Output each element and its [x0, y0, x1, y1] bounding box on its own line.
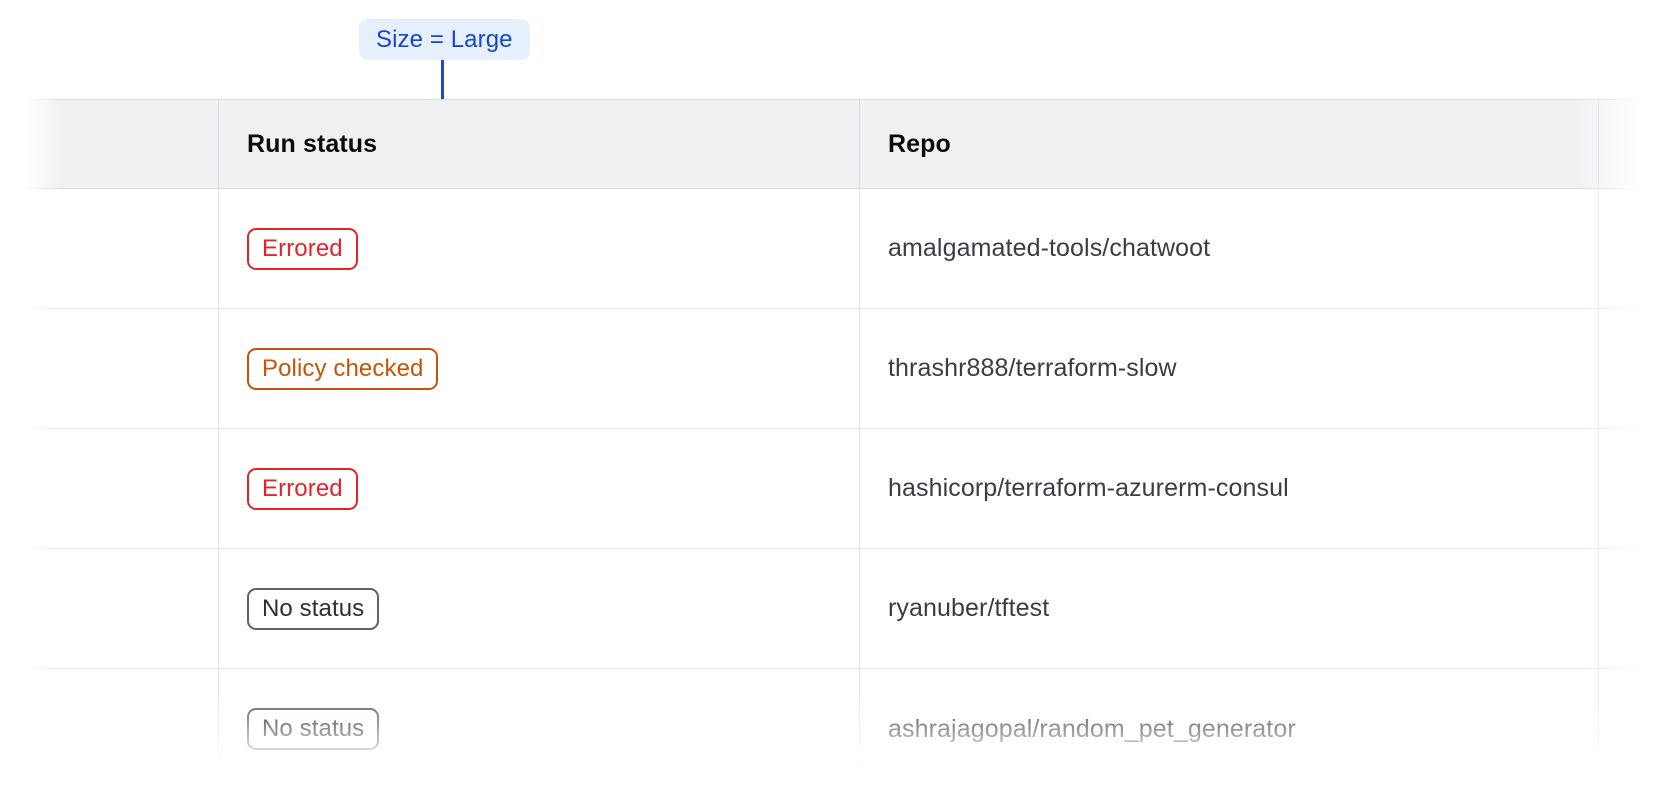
row-cell-repo: hashicorp/terraform-azurerm-consul — [859, 429, 1598, 548]
row-cell-run-status: No status — [218, 669, 859, 788]
row-cell-overflow — [1598, 189, 1672, 308]
annotation-label: Size = Large — [376, 26, 513, 54]
header-label-run-status: Run status — [247, 130, 377, 159]
status-badge: No status — [247, 708, 379, 750]
row-cell-select[interactable] — [0, 429, 218, 548]
status-badge: Policy checked — [247, 348, 438, 390]
row-cell-run-status: Errored — [218, 189, 859, 308]
repo-name: ryanuber/tftest — [888, 594, 1049, 623]
table-row[interactable]: No status ashrajagopal/random_pet_genera… — [0, 669, 1672, 788]
header-cell-select — [0, 100, 218, 188]
status-badge: Errored — [247, 468, 358, 510]
table-row[interactable]: Errored amalgamated-tools/chatwoot — [0, 189, 1672, 309]
repo-name: amalgamated-tools/chatwoot — [888, 234, 1210, 263]
row-cell-overflow — [1598, 549, 1672, 668]
repo-name: hashicorp/terraform-azurerm-consul — [888, 474, 1289, 503]
row-cell-repo: thrashr888/terraform-slow — [859, 309, 1598, 428]
header-label-repo: Repo — [888, 130, 951, 159]
table-header-row: Run status Repo — [0, 99, 1672, 189]
row-cell-run-status: Errored — [218, 429, 859, 548]
row-cell-select[interactable] — [0, 669, 218, 788]
header-cell-repo[interactable]: Repo — [859, 100, 1598, 188]
repo-name: thrashr888/terraform-slow — [888, 354, 1177, 383]
table-row[interactable]: No status ryanuber/tftest — [0, 549, 1672, 669]
row-cell-select[interactable] — [0, 309, 218, 428]
row-cell-repo: ashrajagopal/random_pet_generator — [859, 669, 1598, 788]
row-cell-run-status: No status — [218, 549, 859, 668]
annotation-pill-size-large: Size = Large — [359, 19, 530, 60]
header-cell-overflow — [1598, 100, 1672, 188]
status-badge: No status — [247, 588, 379, 630]
status-badge: Errored — [247, 228, 358, 270]
row-cell-overflow — [1598, 669, 1672, 788]
row-cell-select[interactable] — [0, 549, 218, 668]
row-cell-repo: amalgamated-tools/chatwoot — [859, 189, 1598, 308]
table-row[interactable]: Policy checked thrashr888/terraform-slow — [0, 309, 1672, 429]
row-cell-overflow — [1598, 429, 1672, 548]
row-cell-overflow — [1598, 309, 1672, 428]
row-cell-repo: ryanuber/tftest — [859, 549, 1598, 668]
table-row[interactable]: Errored hashicorp/terraform-azurerm-cons… — [0, 429, 1672, 549]
runs-table: Run status Repo Errored amalgamated-tool… — [0, 99, 1672, 788]
repo-name: ashrajagopal/random_pet_generator — [888, 715, 1296, 744]
row-cell-select[interactable] — [0, 189, 218, 308]
header-cell-run-status[interactable]: Run status — [218, 100, 859, 188]
row-cell-run-status: Policy checked — [218, 309, 859, 428]
